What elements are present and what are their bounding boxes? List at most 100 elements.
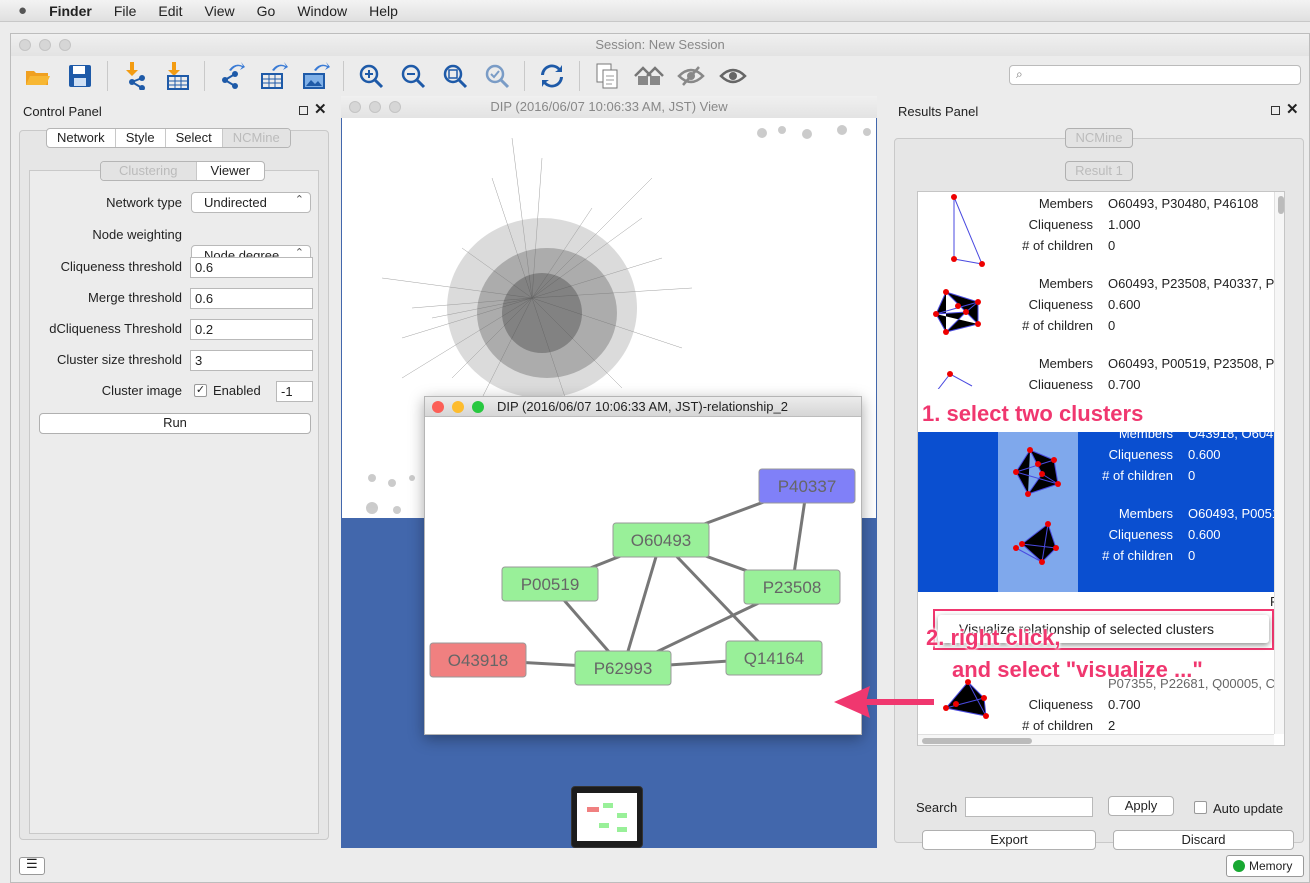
tab-ncmine[interactable]: NCMine — [222, 129, 290, 147]
graph-node-label: P00519 — [521, 575, 580, 594]
discard-button[interactable]: Discard — [1113, 830, 1294, 850]
graph-node[interactable]: P40337 — [758, 468, 856, 504]
refresh-button[interactable] — [536, 60, 568, 92]
import-network-button[interactable] — [119, 60, 151, 92]
result-row[interactable]: Members O60493, P30480, P46108 Cliquenes… — [918, 192, 1284, 272]
close-view-button[interactable] — [349, 101, 361, 113]
new-network-from-selection-button[interactable] — [591, 60, 623, 92]
close-panel-icon[interactable]: ✕ — [314, 101, 327, 118]
tab-network[interactable]: Network — [47, 129, 116, 147]
cliqueness-threshold-input[interactable]: 0.6 — [190, 257, 313, 278]
import-table-icon — [167, 62, 189, 90]
cliqueness-label: Cliqueness — [1028, 217, 1093, 232]
zoom-view-button[interactable] — [389, 101, 401, 113]
cluster-size-threshold-input[interactable]: 3 — [190, 350, 313, 371]
export-network-button[interactable] — [216, 60, 248, 92]
results-search-input[interactable] — [965, 797, 1093, 817]
export-table-button[interactable] — [258, 60, 290, 92]
graph-node[interactable]: P00519 — [501, 566, 599, 602]
selected-results[interactable]: Members O43918, O604 Cliqueness 0.600 # … — [918, 426, 1284, 592]
graph-node[interactable]: O60493 — [612, 522, 710, 558]
apply-button[interactable]: Apply — [1108, 796, 1174, 816]
hide-button[interactable] — [675, 60, 707, 92]
tab-clustering[interactable]: Clustering — [101, 162, 197, 180]
graph-edge[interactable] — [621, 539, 663, 669]
zoom-selected-button[interactable] — [481, 60, 513, 92]
document-copy-icon — [596, 63, 618, 89]
minimize-view-button[interactable] — [369, 101, 381, 113]
task-list-button[interactable]: ☰ — [19, 856, 45, 875]
tab-select[interactable]: Select — [166, 129, 223, 147]
tab-style[interactable]: Style — [116, 129, 166, 147]
cliqueness-value: 0.700 — [1108, 697, 1141, 712]
apple-icon[interactable]: ● — [18, 2, 28, 19]
cliqueness-label: Cliqueness — [1028, 697, 1093, 712]
graph-node-label: P62993 — [594, 659, 653, 678]
menu-view[interactable]: View — [204, 2, 235, 19]
save-session-button[interactable] — [64, 60, 96, 92]
graph-node[interactable]: P62993 — [574, 650, 672, 686]
graph-node[interactable]: Q14164 — [725, 640, 823, 676]
horizontal-scrollbar[interactable] — [918, 734, 1274, 745]
menu-app-finder[interactable]: Finder — [49, 2, 92, 19]
toolbar-search-input[interactable]: ⌕ — [1009, 65, 1301, 85]
children-label: # of children — [1102, 548, 1173, 563]
zoom-window-button[interactable] — [59, 39, 71, 51]
menu-file[interactable]: File — [113, 2, 137, 19]
eye-icon — [719, 68, 747, 84]
cluster-image-checkbox[interactable]: ✓ — [194, 384, 207, 397]
memory-button[interactable]: Memory — [1226, 855, 1304, 877]
vertical-scrollbar[interactable] — [1274, 192, 1284, 734]
menu-go[interactable]: Go — [256, 2, 276, 19]
dcliqueness-threshold-label: dCliqueness Threshold — [49, 321, 182, 336]
menu-window[interactable]: Window — [297, 2, 348, 19]
auto-update-checkbox[interactable] — [1194, 801, 1207, 814]
zoom-in-button[interactable] — [355, 60, 387, 92]
control-panel-title: Control Panel — [23, 104, 102, 119]
graph-node[interactable]: P23508 — [743, 569, 841, 605]
network-view-controls — [349, 101, 401, 113]
annotation-arrow — [834, 686, 934, 718]
minimize-window-button[interactable] — [39, 39, 51, 51]
home-button[interactable] — [633, 60, 665, 92]
results-list[interactable]: Members O60493, P30480, P46108 Cliquenes… — [917, 191, 1285, 746]
zoom-out-button[interactable] — [397, 60, 429, 92]
export-button[interactable]: Export — [922, 830, 1096, 850]
relationship-window-title: DIP (2016/06/07 10:06:33 AM, JST)-relati… — [497, 399, 788, 414]
graph-edge[interactable] — [659, 538, 776, 660]
run-button[interactable]: Run — [39, 413, 311, 434]
show-button[interactable] — [717, 60, 749, 92]
merge-threshold-input[interactable]: 0.6 — [190, 288, 313, 309]
import-table-button[interactable] — [161, 60, 193, 92]
result-row[interactable]: P07355, P22681, Q00005, C Cliqueness 0.7… — [918, 672, 1284, 745]
float-results-icon[interactable] — [1271, 106, 1280, 115]
tab-viewer[interactable]: Viewer — [210, 163, 251, 178]
menu-help[interactable]: Help — [369, 2, 398, 19]
export-image-button[interactable] — [300, 60, 332, 92]
menu-item-visualize-relationship[interactable]: Visualize relationship of selected clust… — [959, 621, 1214, 637]
dcliqueness-threshold-input[interactable]: 0.2 — [190, 319, 313, 340]
tab-result-1[interactable]: Result 1 — [1065, 161, 1133, 181]
zoom-relationship-button[interactable] — [472, 401, 484, 413]
close-window-button[interactable] — [19, 39, 31, 51]
cliqueness-value: 1.000 — [1108, 217, 1141, 232]
cluster-image-size-input[interactable]: -1 — [276, 381, 313, 402]
close-results-icon[interactable]: ✕ — [1286, 101, 1299, 118]
vertical-scroll-thumb[interactable] — [1278, 196, 1284, 214]
graph-node[interactable]: O43918 — [429, 642, 527, 678]
float-panel-icon[interactable] — [299, 106, 308, 115]
result-row[interactable]: Members O60493, P00519, P23508, P Clique… — [918, 352, 1284, 432]
members-value: O60493, P0051 — [1188, 506, 1280, 521]
network-type-select[interactable]: Undirected — [191, 191, 311, 213]
minimize-relationship-button[interactable] — [452, 401, 464, 413]
open-session-button[interactable] — [22, 60, 54, 92]
tab-ncmine-results[interactable]: NCMine — [1065, 128, 1133, 148]
network-overview-thumbnail[interactable] — [571, 786, 643, 848]
result-row[interactable]: Members O60493, P23508, P40337, P Clique… — [918, 272, 1284, 352]
members-value: O60493, P30480, P46108 — [1108, 196, 1259, 211]
horizontal-scroll-thumb[interactable] — [922, 738, 1032, 744]
menu-edit[interactable]: Edit — [158, 2, 183, 19]
close-relationship-button[interactable] — [432, 401, 444, 413]
zoom-fit-button[interactable] — [439, 60, 471, 92]
